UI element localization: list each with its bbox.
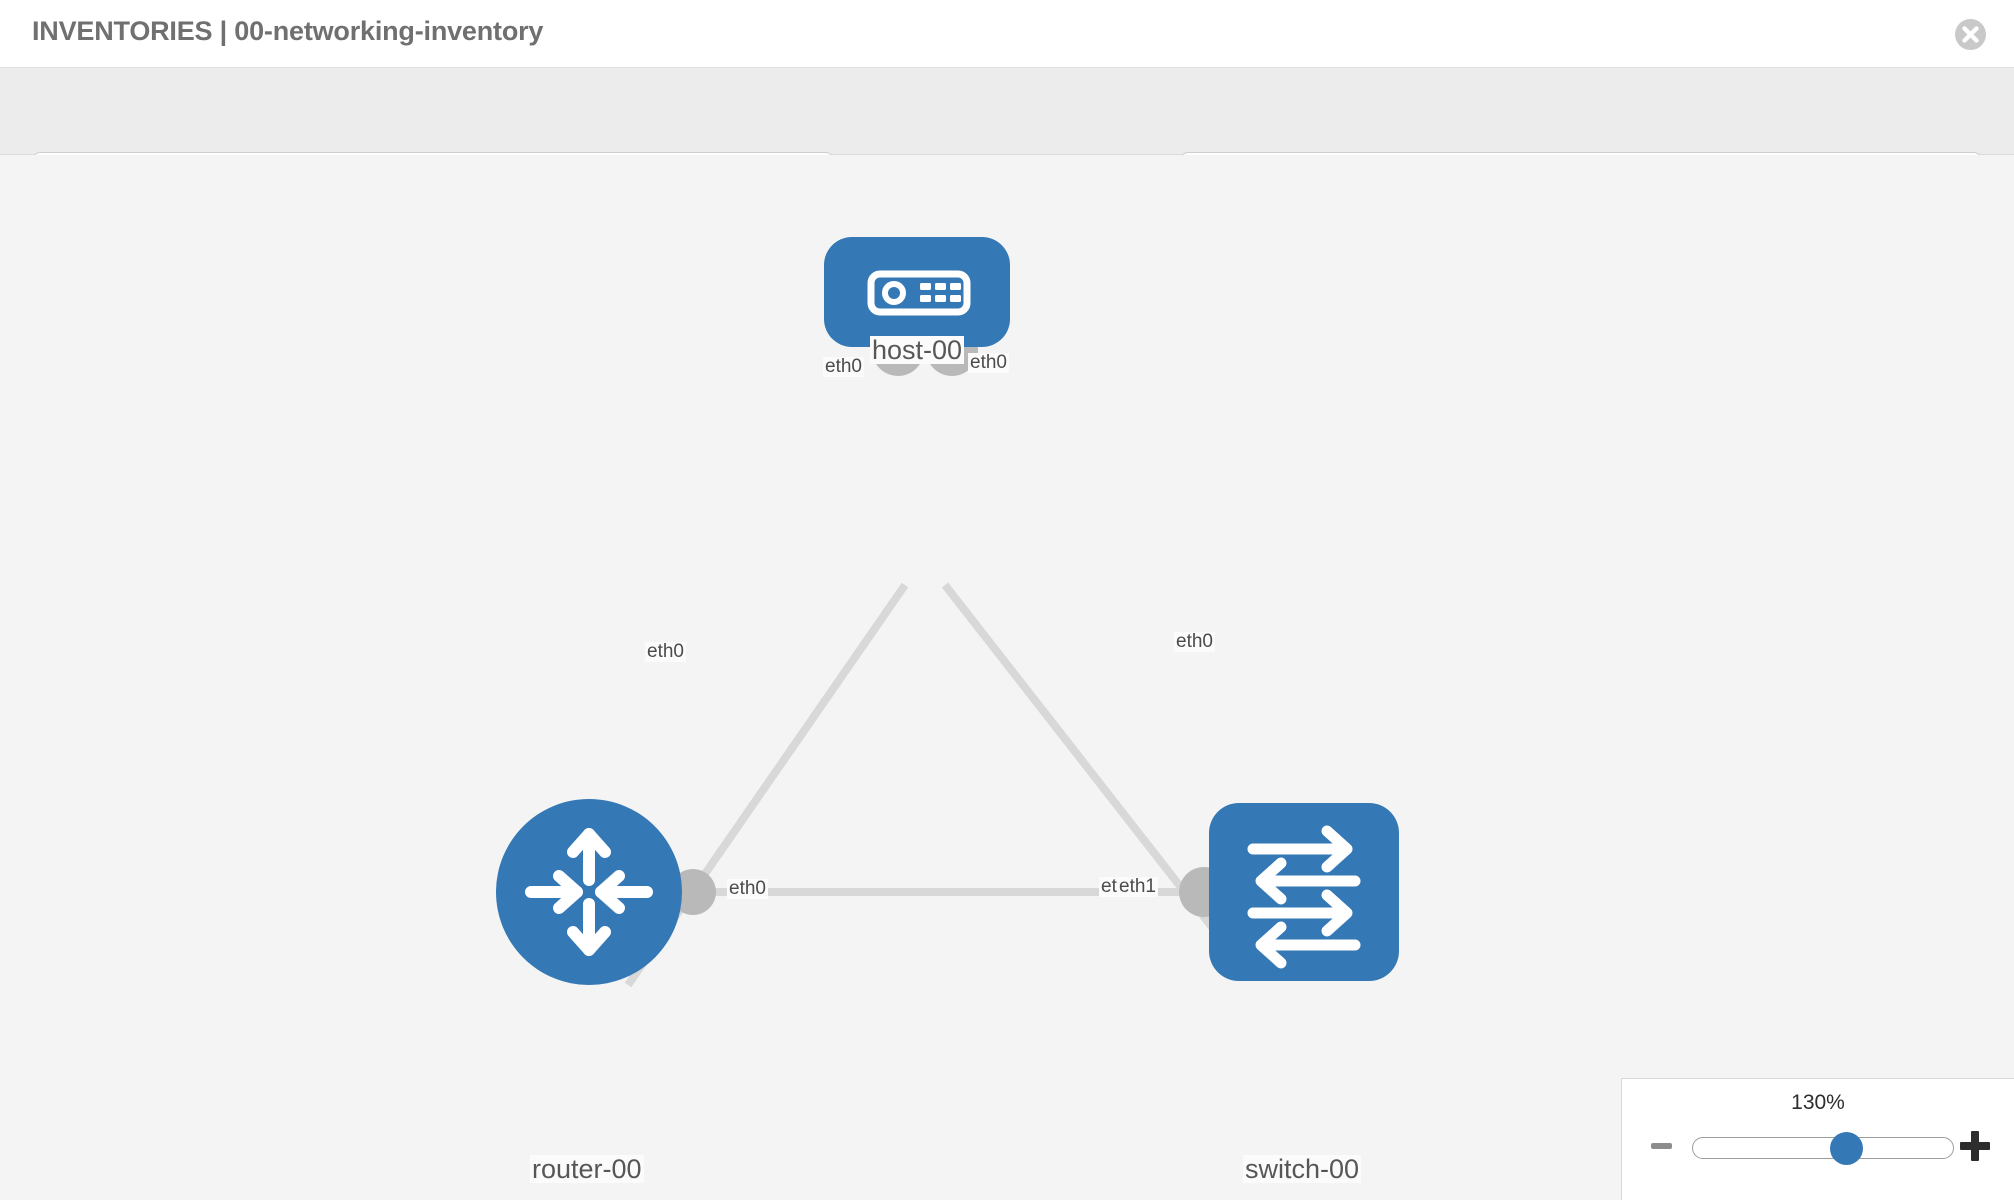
zoom-in-button[interactable] bbox=[1960, 1131, 1990, 1161]
node-host-00 bbox=[824, 237, 1010, 347]
zoom-out-button[interactable] bbox=[1651, 1143, 1672, 1149]
topology-links bbox=[624, 582, 1244, 988]
iface-label-host-to-router: eth0 bbox=[823, 356, 864, 377]
iface-label-router-to-switch: eth0 bbox=[727, 878, 768, 899]
close-icon[interactable] bbox=[1955, 19, 1986, 50]
topology-canvas[interactable]: host-00 router-00 switch-00 eth0 eth0 et… bbox=[0, 155, 2014, 1200]
node-switch-00 bbox=[1209, 803, 1399, 981]
zoom-level-value: 130% bbox=[1791, 1091, 1845, 1114]
node-label-switch-00[interactable]: switch-00 bbox=[1243, 1154, 1362, 1184]
connector-router-right bbox=[670, 869, 716, 915]
node-label-router-00[interactable]: router-00 bbox=[530, 1154, 644, 1184]
zoom-control-panel: 130% bbox=[1621, 1078, 2014, 1200]
page-title: INVENTORIES | 00-networking-inventory bbox=[32, 16, 544, 46]
iface-label-host-to-switch: eth0 bbox=[968, 352, 1009, 373]
toolbar: ACTIONS SEARCH bbox=[0, 68, 2014, 207]
node-router-00 bbox=[496, 799, 682, 985]
iface-label-router-to-host: eth0 bbox=[645, 641, 686, 662]
zoom-slider-thumb[interactable] bbox=[1830, 1132, 1864, 1165]
iface-label-switch-to-router: eth1 bbox=[1117, 876, 1158, 897]
node-label-host-00[interactable]: host-00 bbox=[870, 335, 965, 365]
iface-label-switch-to-host: eth0 bbox=[1174, 631, 1215, 652]
topology-graph bbox=[496, 237, 1399, 988]
zoom-slider-row bbox=[1622, 1127, 2014, 1167]
zoom-slider-track[interactable] bbox=[1692, 1132, 1954, 1165]
app-header: INVENTORIES | 00-networking-inventory bbox=[0, 0, 2014, 68]
